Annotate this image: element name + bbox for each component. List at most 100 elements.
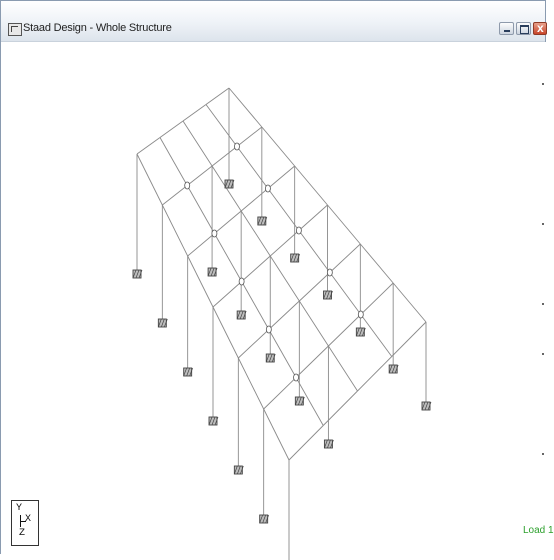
support-icon[interactable] [132,269,143,279]
beam[interactable] [392,282,427,323]
support-icon[interactable] [208,416,219,426]
support-icon[interactable] [224,179,235,189]
beam[interactable] [360,314,393,357]
support-icon[interactable] [233,465,244,475]
beam[interactable] [329,243,361,273]
beam[interactable] [186,185,215,234]
beam[interactable] [187,233,215,257]
beam[interactable] [360,282,394,315]
staad-window: Staad Design - Whole Structure Y X Z Loa… [0,0,546,554]
beam[interactable] [269,230,300,257]
beam[interactable] [328,345,358,392]
beam[interactable] [329,272,362,315]
close-button[interactable] [533,21,547,35]
beam[interactable] [159,137,188,186]
beam[interactable] [298,204,328,231]
beam[interactable] [241,281,270,330]
node-icon[interactable] [238,277,245,286]
node-icon[interactable] [326,268,333,277]
beam[interactable] [214,233,243,282]
beam[interactable] [267,165,295,189]
support-icon[interactable] [207,267,218,277]
beam[interactable] [212,306,239,359]
beam[interactable] [212,281,242,308]
beam[interactable] [205,104,238,147]
beam[interactable] [236,146,269,189]
beam[interactable] [263,377,297,410]
support-icon[interactable] [290,253,300,263]
beam[interactable] [328,314,362,347]
node-icon[interactable] [293,373,299,382]
beam[interactable] [299,272,331,302]
beam[interactable] [187,255,214,308]
beam[interactable] [357,356,393,392]
beam[interactable] [322,390,358,426]
beam[interactable] [288,425,324,461]
node-icon[interactable] [211,229,218,238]
beam[interactable] [211,165,242,212]
beam[interactable] [182,120,213,167]
beam[interactable] [269,255,300,302]
beam[interactable] [298,230,331,273]
maximize-button[interactable] [516,22,531,35]
beam[interactable] [236,126,263,147]
beam[interactable] [205,87,230,105]
scroll-marker [542,353,544,355]
beam[interactable] [359,243,394,284]
beam[interactable] [294,165,328,206]
beam[interactable] [182,104,207,122]
beam[interactable] [298,300,329,347]
beam[interactable] [238,329,270,359]
support-icon[interactable] [265,353,276,363]
support-icon[interactable] [183,367,193,377]
beam[interactable] [261,126,296,167]
structure-model[interactable] [1,42,547,560]
beam[interactable] [136,137,161,155]
title-bar[interactable]: Staad Design - Whole Structure [1,1,547,42]
beam[interactable] [267,188,300,231]
load-case-label: Load 1 [523,525,554,536]
beam[interactable] [237,357,265,410]
beam[interactable] [186,165,213,186]
node-icon[interactable] [265,184,271,193]
beam[interactable] [263,408,290,461]
support-icon[interactable] [259,514,269,524]
app-icon[interactable] [8,23,22,36]
beam[interactable] [136,153,163,206]
support-icon[interactable] [388,364,399,374]
node-icon[interactable] [357,310,364,319]
beam[interactable] [162,185,188,206]
support-icon[interactable] [236,310,247,320]
beam[interactable] [214,210,242,234]
support-icon[interactable] [157,318,168,328]
scroll-marker [542,83,544,85]
beam[interactable] [228,87,263,128]
beam[interactable] [295,377,324,426]
model-viewport[interactable] [1,42,547,560]
support-icon[interactable] [421,401,432,411]
beam[interactable] [240,210,271,257]
beam[interactable] [240,188,269,212]
axis-indicator: Y X Z [11,500,39,546]
beam[interactable] [268,329,297,378]
support-icon[interactable] [323,439,334,449]
node-icon[interactable] [184,181,191,190]
scroll-marker [542,453,544,455]
support-icon[interactable] [355,327,366,337]
beam[interactable] [161,204,189,257]
support-icon[interactable] [294,396,305,406]
node-icon[interactable] [265,325,272,334]
support-icon[interactable] [257,216,268,226]
node-icon[interactable] [234,142,240,151]
beam[interactable] [211,146,238,167]
beam[interactable] [391,321,427,357]
beam[interactable] [241,255,271,282]
beam[interactable] [159,120,184,138]
beam[interactable] [295,345,329,378]
axis-z-label: Z [19,528,26,539]
beam[interactable] [268,300,300,330]
beam[interactable] [327,204,361,245]
support-icon[interactable] [323,290,333,300]
node-icon[interactable] [295,226,302,235]
minimize-button[interactable] [499,22,514,35]
